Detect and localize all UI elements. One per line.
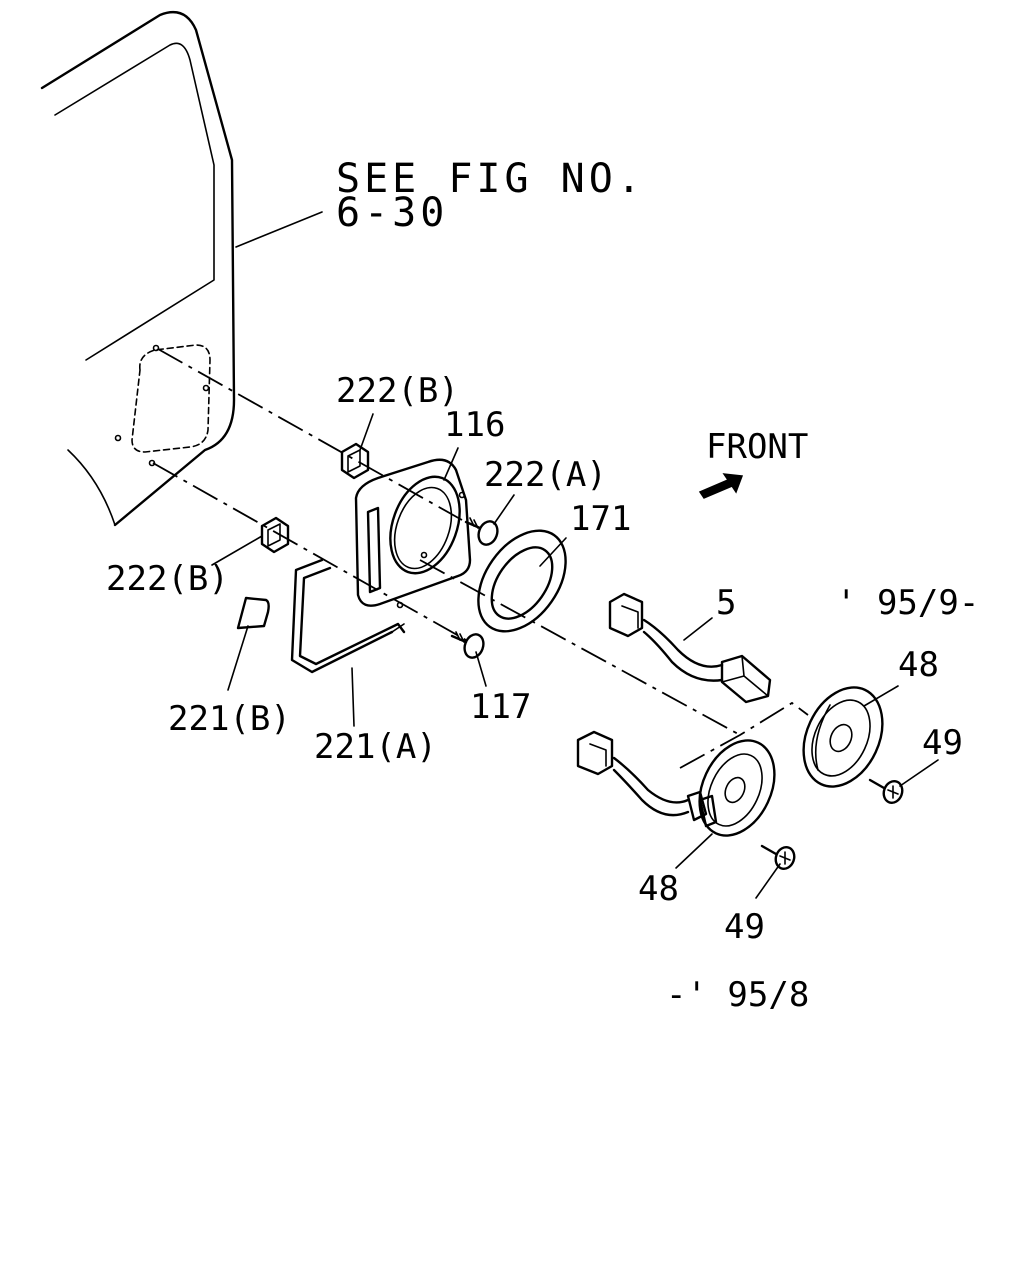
ring-171 <box>477 529 567 633</box>
pad-221b <box>236 596 270 630</box>
callout-117: 117 <box>470 687 531 727</box>
callout-116: 116 <box>444 405 505 445</box>
harness-lower <box>576 730 708 822</box>
assembly-lines <box>152 348 809 769</box>
reference-leader <box>235 211 323 248</box>
reference-line-2: 6-30 <box>336 190 448 236</box>
harness-5 <box>608 592 772 704</box>
screw-117 <box>450 631 485 659</box>
callout-221b: 221(B) <box>168 699 291 739</box>
front-label: FRONT <box>706 427 808 467</box>
callout-222b-upper: 222(B) <box>336 371 459 411</box>
callout-221a: 221(A) <box>314 727 437 767</box>
screw-222a <box>464 517 499 546</box>
speaker-48-upper <box>802 686 884 788</box>
clip-222b-upper <box>340 442 370 480</box>
callout-48-lower: 48 <box>638 869 679 909</box>
leader-lines <box>211 413 939 899</box>
bracket-116 <box>354 458 472 609</box>
reference-line-1: SEE FIG NO. <box>336 156 645 202</box>
clip-222b-lower <box>260 516 290 554</box>
speaker-48-lower <box>698 739 776 837</box>
variant-later-label: ' 95/9- <box>836 583 979 623</box>
callout-171: 171 <box>570 499 631 539</box>
callout-5: 5 <box>716 583 736 623</box>
variant-earlier-label: -' 95/8 <box>666 975 809 1015</box>
callout-222a: 222(A) <box>484 455 607 495</box>
seal-221a <box>290 558 406 674</box>
door-panel <box>40 10 236 527</box>
callout-49-upper: 49 <box>922 723 963 763</box>
screw-49-lower <box>760 844 796 870</box>
callout-49-lower: 49 <box>724 907 765 947</box>
screw-49-upper <box>868 778 904 804</box>
callout-48-upper: 48 <box>898 645 939 685</box>
front-arrow-icon <box>698 473 744 499</box>
callout-222b-lower: 222(B) <box>106 559 229 599</box>
